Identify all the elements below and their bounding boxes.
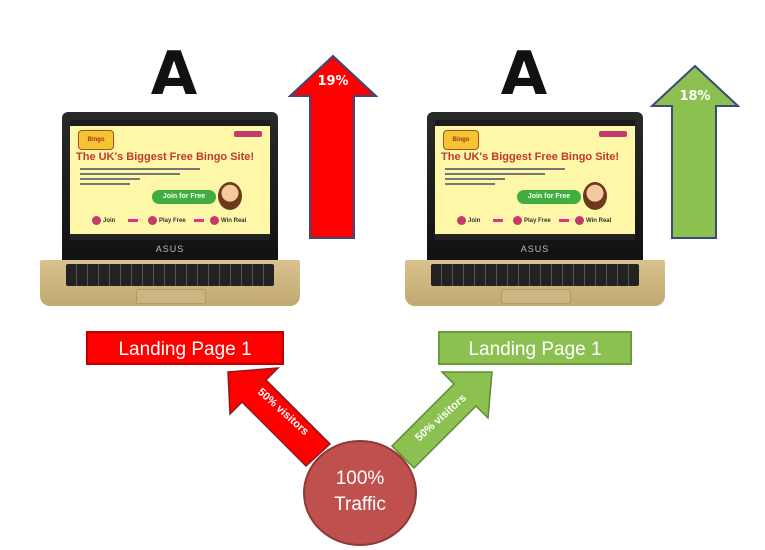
step-arrow — [559, 219, 569, 222]
mascot-icon — [583, 182, 607, 210]
site-logo: Bingo — [443, 130, 479, 150]
keyboard — [66, 264, 274, 286]
step-icon — [210, 216, 219, 225]
bullet-line — [80, 183, 130, 185]
browser-bar — [70, 120, 270, 126]
landing-page-box-left: Landing Page 1 — [86, 331, 284, 365]
login-button — [234, 131, 262, 137]
traffic-label: Traffic — [334, 494, 386, 515]
step-arrow — [194, 219, 204, 222]
laptop-lid: Bingo The UK's Biggest Free Bingo Site! … — [62, 112, 278, 262]
landing-page-box-right: Landing Page 1 — [438, 331, 632, 365]
landing-page-screenshot: Bingo The UK's Biggest Free Bingo Site! … — [435, 120, 635, 240]
bullet-line — [80, 178, 140, 180]
conversion-rate-left: 19% — [317, 74, 349, 89]
step-arrow — [128, 219, 138, 222]
conversion-arrow-left: 19% — [288, 54, 378, 240]
step-label: Join — [103, 218, 116, 225]
split-arrow-left: 50% visitors — [220, 364, 332, 473]
laptop-brand: ASUS — [520, 244, 550, 254]
diagonal-arrow-icon — [390, 371, 493, 470]
step-icon — [457, 216, 466, 225]
variant-letter-right: A — [500, 39, 548, 109]
split-arrow-right: 50% visitors — [388, 368, 500, 477]
step-icon — [148, 216, 157, 225]
site-headline: The UK's Biggest Free Bingo Site! — [76, 151, 255, 163]
step-label: Play Free — [159, 218, 186, 225]
step-label: Win Real — [221, 218, 247, 225]
laptop-base — [40, 260, 300, 306]
touchpad — [501, 289, 571, 304]
site-logo: Bingo — [78, 130, 114, 150]
step-win: Win Real — [575, 216, 611, 225]
bullet-line — [445, 173, 545, 175]
laptop-base — [405, 260, 665, 306]
join-button: Join for Free — [152, 190, 216, 204]
laptop-brand: ASUS — [155, 244, 185, 254]
step-play: Play Free — [513, 216, 551, 225]
step-join: Join — [92, 216, 115, 225]
keyboard — [431, 264, 639, 286]
mascot-icon — [218, 182, 242, 210]
conversion-rate-right: 18% — [679, 89, 711, 104]
variant-letter-left: A — [150, 39, 198, 109]
laptop-left: Bingo The UK's Biggest Free Bingo Site! … — [40, 112, 300, 312]
step-label: Play Free — [524, 218, 551, 225]
laptop-lid: Bingo The UK's Biggest Free Bingo Site! … — [427, 112, 643, 262]
bullet-line — [445, 183, 495, 185]
browser-bar — [435, 120, 635, 126]
bullet-line — [80, 173, 180, 175]
step-play: Play Free — [148, 216, 186, 225]
traffic-percent: 100% — [335, 468, 385, 489]
landing-page-screenshot: Bingo The UK's Biggest Free Bingo Site! … — [70, 120, 270, 240]
bullet-line — [80, 168, 200, 170]
step-icon — [92, 216, 101, 225]
bullet-line — [445, 168, 565, 170]
step-win: Win Real — [210, 216, 246, 225]
traffic-source-circle: 100% Traffic — [303, 440, 417, 546]
step-label: Win Real — [586, 218, 612, 225]
bullet-line — [445, 178, 505, 180]
step-join: Join — [457, 216, 480, 225]
step-icon — [513, 216, 522, 225]
site-headline: The UK's Biggest Free Bingo Site! — [441, 151, 620, 163]
step-label: Join — [468, 218, 481, 225]
up-arrow-icon — [650, 64, 740, 239]
conversion-arrow-right: 18% — [650, 64, 740, 240]
step-icon — [575, 216, 584, 225]
join-button: Join for Free — [517, 190, 581, 204]
touchpad — [136, 289, 206, 304]
taskbar — [70, 234, 270, 240]
login-button — [599, 131, 627, 137]
step-arrow — [493, 219, 503, 222]
taskbar — [435, 234, 635, 240]
laptop-right: Bingo The UK's Biggest Free Bingo Site! … — [405, 112, 665, 312]
diagonal-arrow-icon — [227, 367, 332, 468]
up-arrow-icon — [288, 54, 378, 239]
